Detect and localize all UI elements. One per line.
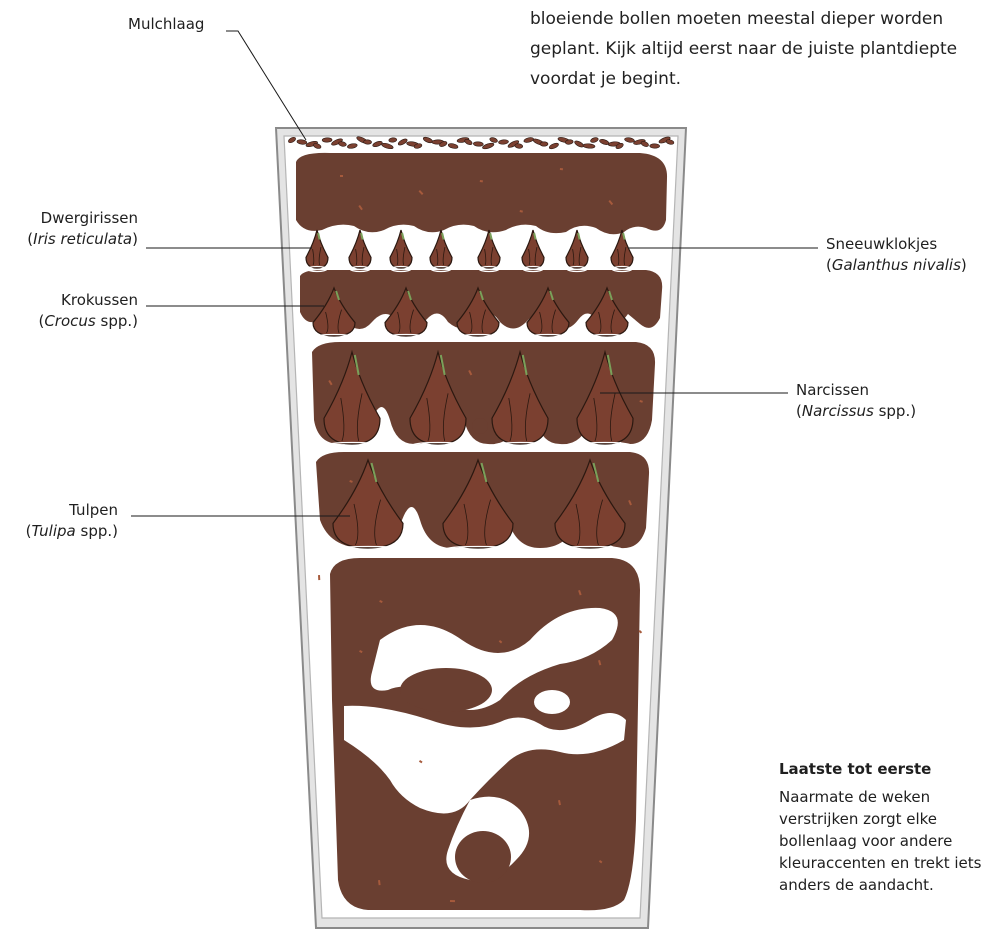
narcissus-common-name: Narcissen	[796, 380, 916, 401]
iris-latin-name: Iris reticulata	[33, 230, 132, 248]
soil-speckle	[560, 168, 563, 170]
mulch-chip	[473, 141, 483, 146]
mulch-chip	[540, 142, 548, 146]
soil-speckle	[450, 900, 455, 902]
soil-speckle	[318, 575, 320, 580]
tulip-spp: spp.	[81, 522, 113, 540]
label-tulip: Tulpen (Tulipa spp.)	[0, 500, 118, 542]
label-snowdrop: Sneeuwklokjes (Galanthus nivalis)	[826, 234, 967, 276]
tulip-common-name: Tulpen	[0, 500, 118, 521]
mulch-chip	[363, 140, 371, 145]
side-note: Laatste tot eerste Naarmate de weken ver…	[779, 758, 984, 896]
narcissus-spp: spp.	[879, 402, 911, 420]
note-body: Naarmate de weken verstrijken zorgt elke…	[779, 786, 984, 896]
label-crocus: Krokussen (Crocus spp.)	[0, 290, 138, 332]
tulip-latin-name: Tulipa	[32, 522, 76, 540]
narcissus-latin-name: Narcissus	[802, 402, 874, 420]
label-narcissus: Narcissen (Narcissus spp.)	[796, 380, 916, 422]
leader-mulch	[226, 31, 306, 140]
soil-speckle	[480, 180, 483, 182]
crocus-latin-name: Crocus	[44, 312, 95, 330]
snowdrop-latin-name: Galanthus nivalis	[832, 256, 961, 274]
label-mulch-text: Mulchlaag	[128, 15, 204, 33]
soil-band-top	[296, 153, 667, 234]
soil-speckle	[340, 175, 343, 177]
crocus-common-name: Krokussen	[0, 290, 138, 311]
snowdrop-common-name: Sneeuwklokjes	[826, 234, 967, 255]
label-iris: Dwergirissen (Iris reticulata)	[0, 208, 138, 250]
label-mulch: Mulchlaag	[128, 14, 204, 35]
iris-common-name: Dwergirissen	[0, 208, 138, 229]
crocus-spp: spp.	[101, 312, 133, 330]
mulch-chip	[322, 138, 332, 143]
note-heading: Laatste tot eerste	[779, 758, 984, 780]
mulch-chip	[650, 144, 660, 149]
